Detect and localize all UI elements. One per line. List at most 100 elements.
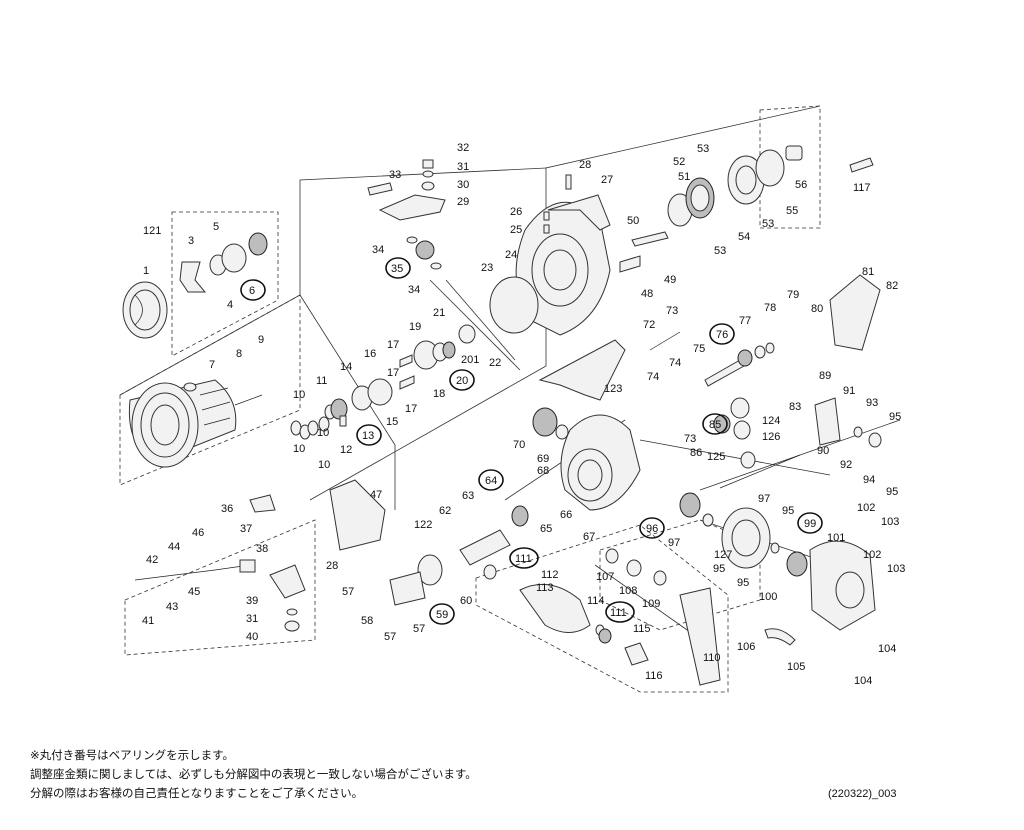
- footnote-bearing: ※丸付き番号はベアリングを示します。: [30, 748, 234, 762]
- footnotes: ※丸付き番号はベアリングを示します。 調整座金類に関しましては、必ずしも分解図中…: [30, 746, 477, 803]
- part-label-43: 43: [166, 601, 178, 613]
- part-label-50: 50: [627, 215, 639, 227]
- part-label-117: 117: [853, 182, 871, 194]
- part-label-101: 101: [827, 532, 845, 544]
- part-label-124: 124: [762, 415, 780, 427]
- part-label-121: 121: [143, 225, 161, 237]
- part-label-35: 35: [391, 263, 403, 275]
- spool-drag-knob: [122, 232, 268, 339]
- part-label-51: 51: [678, 171, 690, 183]
- part-label-76: 76: [716, 329, 728, 341]
- part-label-28b: 28: [326, 560, 338, 572]
- part-label-78: 78: [764, 302, 776, 314]
- part-label-95d: 95: [713, 563, 725, 575]
- part-label-33: 33: [389, 169, 401, 181]
- part-label-108: 108: [619, 585, 637, 597]
- part-label-95c: 95: [782, 505, 794, 517]
- part-label-10d: 10: [318, 459, 330, 471]
- part-label-86: 86: [690, 447, 702, 459]
- part-label-96: 96: [646, 523, 658, 535]
- part-label-12: 12: [340, 444, 352, 456]
- part-label-41: 41: [142, 615, 154, 627]
- footnote-shims: 調整座金類に関しましては、必ずしも分解図中の表現と一致しない場合がございます。: [30, 767, 477, 781]
- washers-and-bearings-left: [290, 378, 393, 440]
- part-label-60: 60: [460, 595, 472, 607]
- part-label-89: 89: [819, 370, 831, 382]
- part-label-27: 27: [601, 174, 613, 186]
- part-label-64: 64: [485, 475, 497, 487]
- part-label-28a: 28: [579, 159, 591, 171]
- part-label-58: 58: [361, 615, 373, 627]
- part-label-47: 47: [370, 489, 382, 501]
- part-label-74b: 74: [647, 371, 659, 383]
- part-label-53c: 53: [762, 218, 774, 230]
- part-label-111a: 111: [515, 553, 532, 565]
- part-label-37: 37: [240, 523, 252, 535]
- part-label-74a: 74: [669, 357, 681, 369]
- part-label-9: 9: [258, 334, 264, 346]
- part-label-32: 32: [457, 142, 469, 154]
- diagram-code: (220322)_003: [828, 788, 897, 800]
- part-label-103b: 103: [887, 563, 905, 575]
- part-label-59: 59: [436, 609, 448, 621]
- part-label-16: 16: [364, 348, 376, 360]
- part-label-73a: 73: [666, 305, 678, 317]
- side-plate-right: [809, 274, 882, 631]
- part-label-125: 125: [707, 451, 725, 463]
- part-label-6: 6: [249, 285, 255, 297]
- part-label-99: 99: [804, 518, 816, 530]
- part-label-95e: 95: [737, 577, 749, 589]
- part-label-57b: 57: [384, 631, 396, 643]
- part-label-77: 77: [739, 315, 751, 327]
- part-label-107: 107: [596, 571, 614, 583]
- part-label-92: 92: [840, 459, 852, 471]
- part-label-23: 23: [481, 262, 493, 274]
- spool: [128, 379, 263, 468]
- part-label-25: 25: [510, 224, 522, 236]
- part-label-69: 69: [537, 453, 549, 465]
- part-label-122: 122: [414, 519, 432, 531]
- part-label-29: 29: [457, 196, 469, 208]
- part-label-80: 80: [811, 303, 823, 315]
- stopper-and-oscillation: [134, 479, 426, 632]
- part-label-11: 11: [316, 375, 327, 387]
- part-label-123: 123: [604, 383, 622, 395]
- part-label-115: 115: [633, 623, 651, 635]
- part-label-81: 81: [862, 266, 874, 278]
- part-label-55: 55: [786, 205, 798, 217]
- part-label-45: 45: [188, 586, 200, 598]
- part-label-38: 38: [256, 543, 268, 555]
- part-label-91: 91: [843, 385, 855, 397]
- part-label-83: 83: [789, 401, 801, 413]
- drive-gear-group: [679, 492, 808, 577]
- part-label-34a: 34: [372, 244, 384, 256]
- part-label-93: 93: [866, 397, 878, 409]
- part-label-5: 5: [213, 221, 219, 233]
- part-label-31a: 31: [457, 161, 469, 173]
- part-label-1: 1: [143, 265, 149, 277]
- part-label-40: 40: [246, 631, 258, 643]
- part-label-53a: 53: [697, 143, 709, 155]
- part-label-34b: 34: [408, 284, 420, 296]
- body-housing: [532, 331, 801, 511]
- part-label-3: 3: [188, 235, 194, 247]
- part-label-85: 85: [709, 419, 721, 431]
- part-label-39: 39: [246, 595, 258, 607]
- part-label-24: 24: [505, 249, 517, 261]
- part-label-100: 100: [759, 591, 777, 603]
- part-label-82: 82: [886, 280, 898, 292]
- part-label-17c: 17: [405, 403, 417, 415]
- part-label-110: 110: [703, 652, 721, 664]
- rotor-brake-group: [667, 145, 874, 227]
- part-label-46: 46: [192, 527, 204, 539]
- part-label-10a: 10: [293, 389, 305, 401]
- part-label-68: 68: [537, 465, 549, 477]
- part-label-72: 72: [643, 319, 655, 331]
- part-label-114: 114: [587, 595, 605, 607]
- part-label-104a: 104: [878, 643, 896, 655]
- part-labels: 1 3 4 5 6 7 8 9 10 10 10 10 11 12 13 14 …: [142, 142, 905, 687]
- part-label-111b: 111: [610, 607, 627, 619]
- part-label-67: 67: [583, 531, 595, 543]
- part-label-13: 13: [362, 430, 374, 442]
